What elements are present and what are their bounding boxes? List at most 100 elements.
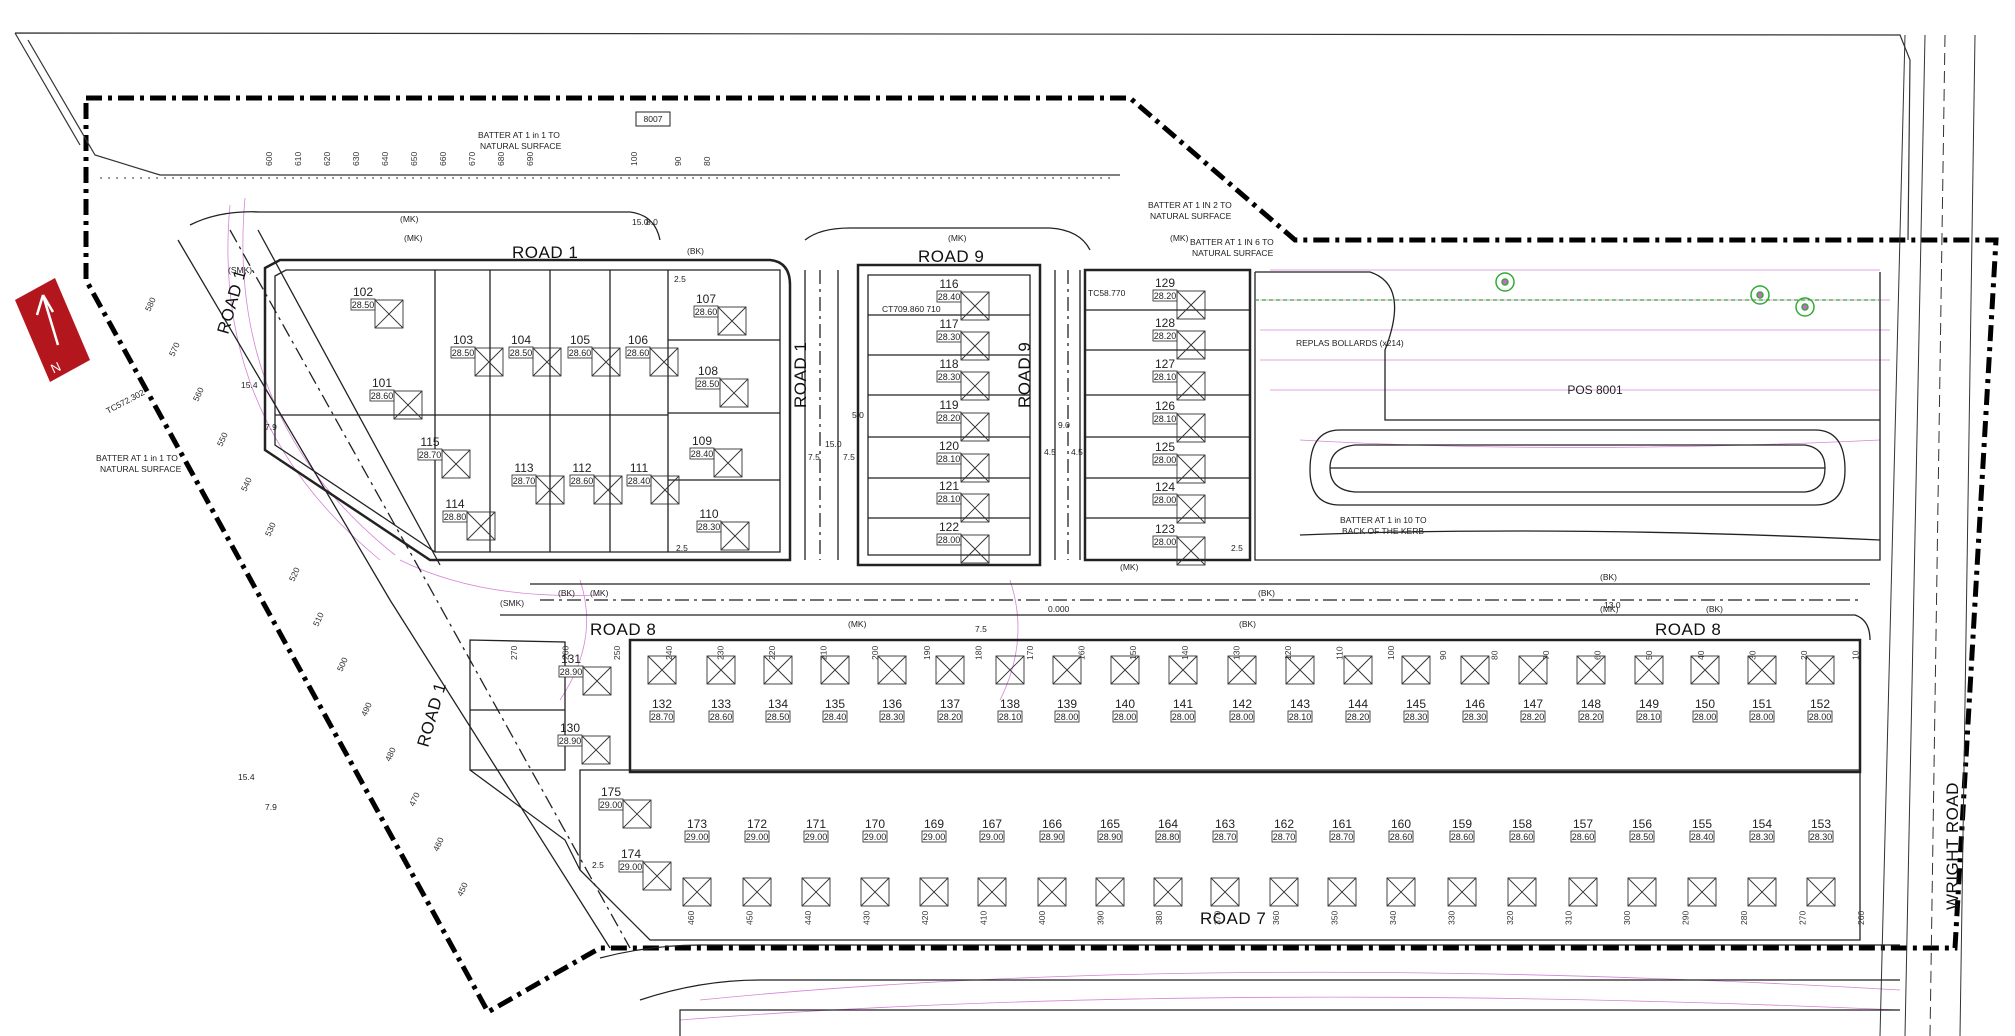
- house-pad-icon: [1327, 877, 1357, 907]
- note-tc58: TC58.770: [1088, 288, 1126, 298]
- chainage-label: 630: [351, 152, 361, 166]
- lot-level: 28.60: [695, 307, 718, 317]
- chainage-label: 310: [1564, 911, 1574, 925]
- lot-level: 28.00: [1809, 712, 1832, 722]
- chainage-label: 520: [287, 566, 302, 583]
- lot-level: 28.20: [1347, 712, 1370, 722]
- house-pad-icon: [622, 799, 652, 829]
- house-pad-icon: [1176, 330, 1206, 360]
- lot-level-box: [1509, 830, 1535, 843]
- dimension-label: 7.5: [808, 452, 820, 462]
- lot-level-box: [1212, 830, 1238, 843]
- lot-level: 28.20: [1522, 712, 1545, 722]
- lot-level-box: [1449, 830, 1475, 843]
- road-labels: ROAD 1 ROAD 9 ROAD 8 ROAD 8 ROAD 7 ROAD …: [214, 243, 1962, 928]
- chainage-label: 230: [715, 646, 725, 660]
- note-tc572: TC572.302: [104, 387, 146, 416]
- house-pad-icon: [1507, 877, 1537, 907]
- chainage-label: 610: [293, 152, 303, 166]
- note-batter-2-1: BATTER AT 1 IN 2 TO: [1148, 200, 1232, 210]
- lot-level-box: [997, 710, 1023, 723]
- house-pad-icon: [582, 666, 612, 696]
- dimension-label: 15.0: [825, 439, 842, 449]
- lot-number: 163: [1215, 817, 1235, 831]
- chainage-label: 290: [1681, 911, 1691, 925]
- lot-level: 29.00: [864, 832, 887, 842]
- chainage-label: 270: [1798, 911, 1808, 925]
- kerb-tag: (BK): [558, 588, 575, 598]
- kerb-tag: (BK): [1600, 572, 1617, 582]
- note-batter-10-1: BATTER AT 1 in 10 TO: [1340, 515, 1427, 525]
- lot-level: 28.50: [510, 348, 533, 358]
- lot-number: 154: [1752, 817, 1772, 831]
- lot-level-box: [1097, 830, 1123, 843]
- chainage-label: 570: [167, 341, 182, 358]
- lot-level-box: [979, 830, 1005, 843]
- wright-road-lines: [1879, 34, 1976, 1036]
- chainage-label: 430: [862, 911, 872, 925]
- block-a: [263, 258, 792, 562]
- lot-number: 133: [711, 697, 731, 711]
- lot-level: 28.40: [628, 476, 651, 486]
- lot-level-box: [744, 830, 770, 843]
- chainage-label: 360: [1271, 911, 1281, 925]
- road8-right-label: ROAD 8: [1655, 620, 1721, 639]
- lot-number: 146: [1465, 697, 1485, 711]
- lot-level: 28.10: [938, 494, 961, 504]
- dimension-label: 15.4: [241, 380, 258, 390]
- lot-level-box: [1388, 830, 1414, 843]
- chainage-label: 60: [1593, 650, 1603, 660]
- block-c: [1083, 268, 1252, 562]
- lot-number: 127: [1155, 357, 1175, 371]
- lot-level-box: [1520, 710, 1546, 723]
- house-pad-icon: [1176, 371, 1206, 401]
- chainage-label: 260: [1856, 911, 1866, 925]
- chainage-label: 100: [1386, 646, 1396, 660]
- dimension-label: 4.5: [1071, 447, 1083, 457]
- lot-number: 136: [882, 697, 902, 711]
- house-pad-icon: [593, 475, 623, 505]
- lot-level-box: [1808, 830, 1834, 843]
- chainage-label: 320: [1505, 911, 1515, 925]
- house-pad-icon: [1401, 655, 1431, 685]
- house-pad-icon: [649, 347, 679, 377]
- house-pad-icon: [1110, 655, 1140, 685]
- lot-level: 28.50: [352, 300, 375, 310]
- chainage-label: 400: [1037, 911, 1047, 925]
- chainage-label: 450: [455, 881, 470, 898]
- chainage-label: 670: [467, 152, 477, 166]
- house-pad-icon: [1568, 877, 1598, 907]
- kerb-tag: (MK): [1170, 233, 1189, 243]
- chainage-label: 440: [803, 911, 813, 925]
- chainage-label: 330: [1447, 911, 1457, 925]
- lot-number: 147: [1523, 697, 1543, 711]
- lot-level-box: [1039, 830, 1065, 843]
- lot-number: 135: [825, 697, 845, 711]
- lot-level: 28.10: [1154, 372, 1177, 382]
- kerb-tag: (MK): [1120, 562, 1139, 572]
- chainage-label: 40: [1696, 650, 1706, 660]
- lot-level-box: [1345, 710, 1371, 723]
- dimension-label: 7.9: [265, 422, 277, 432]
- chainage-label: 140: [1180, 646, 1190, 660]
- road1-lower-label: ROAD 1: [414, 680, 451, 749]
- chainage-label: 390: [1096, 911, 1106, 925]
- lot-number: 139: [1057, 697, 1077, 711]
- house-pad-icon: [1176, 494, 1206, 524]
- lot-level: 28.10: [1154, 414, 1177, 424]
- house-pad-icon: [1210, 877, 1240, 907]
- lot-number: 156: [1632, 817, 1652, 831]
- lot-level-box: [1570, 830, 1596, 843]
- dimension-label: 7.5: [843, 452, 855, 462]
